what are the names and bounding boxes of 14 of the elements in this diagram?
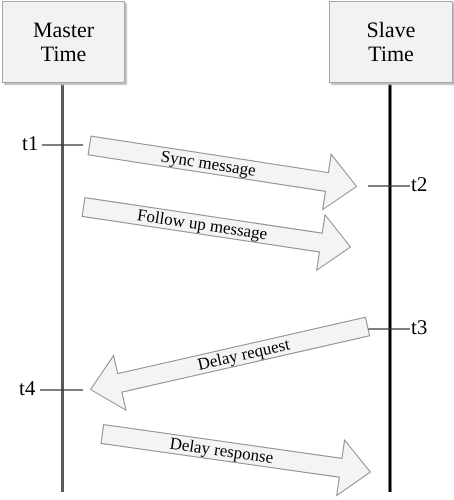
time-label: t2	[411, 174, 428, 195]
message-label: Delay request	[196, 334, 292, 374]
lifeline-title: Slave Time	[366, 18, 416, 66]
lifeline	[61, 83, 64, 492]
message-label: Follow up message	[135, 205, 268, 244]
lifeline-header-box	[2, 1, 125, 83]
lifeline-header-box	[329, 1, 453, 83]
message-label: Delay response	[168, 434, 274, 468]
time-label: t1	[22, 133, 38, 154]
lifeline	[388, 83, 392, 492]
time-label: t4	[19, 378, 36, 399]
lifeline-title: Master Time	[32, 18, 96, 66]
message-label: Sync message	[160, 146, 258, 180]
time-label: t3	[411, 317, 428, 338]
